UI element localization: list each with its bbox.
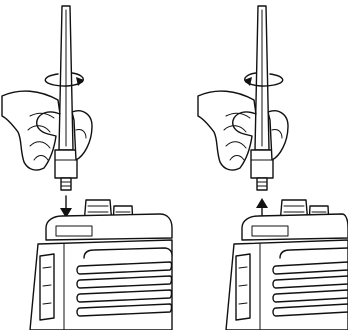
attach-antenna-panel	[0, 0, 174, 330]
arrow-down-icon	[60, 196, 72, 218]
attach-antenna-illustration	[0, 0, 174, 330]
detach-antenna-illustration	[174, 0, 348, 330]
hand	[198, 91, 288, 170]
arrow-up-icon	[256, 198, 268, 218]
hand	[2, 91, 92, 170]
radio-body	[226, 200, 348, 330]
radio-body	[30, 200, 172, 330]
detach-antenna-panel	[174, 0, 348, 330]
antenna	[55, 6, 77, 190]
antenna	[251, 6, 273, 190]
